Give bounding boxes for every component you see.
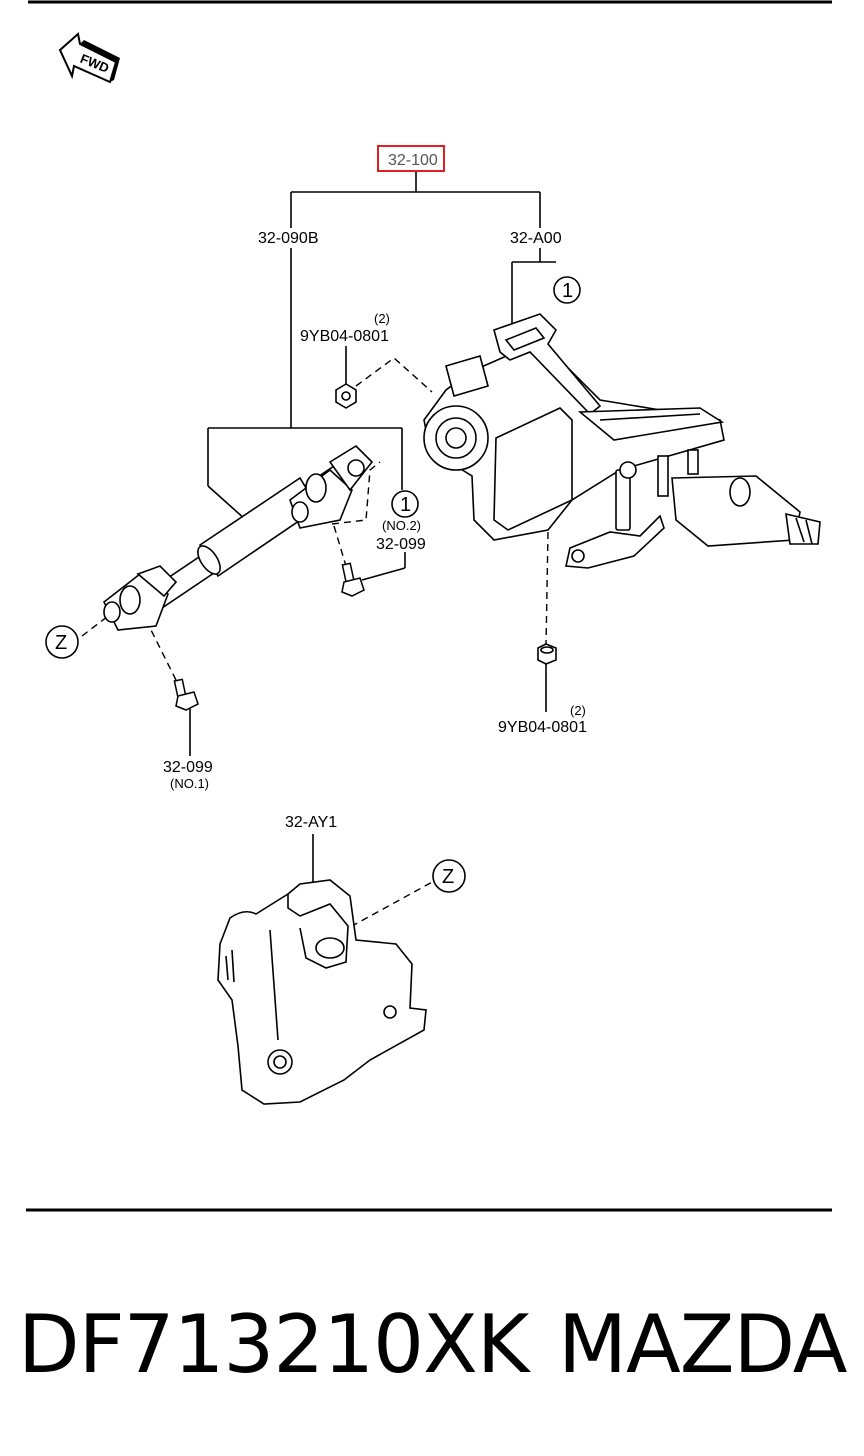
part-number: DF713210XK bbox=[18, 1298, 529, 1391]
label-32-090b: 32-090B bbox=[258, 230, 319, 247]
label-lower-nut-qty: (2) bbox=[570, 703, 586, 718]
callout-z-right-text: Z bbox=[442, 866, 454, 888]
callout-1-lower-text: 1 bbox=[400, 494, 411, 516]
steering-column-diagram: FWD 32-100 bbox=[26, 0, 832, 1212]
column-cover-drawing bbox=[217, 879, 427, 1105]
bolt-no1-icon bbox=[173, 678, 199, 711]
steering-column-assembly-drawing bbox=[423, 313, 821, 569]
label-upper-nut-code: 9YB04-0801 bbox=[300, 328, 389, 345]
label-bolt-no1-code: 32-099 bbox=[163, 759, 213, 776]
label-bolt-no1-note: (NO.1) bbox=[170, 776, 209, 791]
label-bolt-no2-note: (NO.2) bbox=[382, 518, 421, 533]
callout-1-lower: 1 bbox=[391, 490, 419, 518]
dashed-lines bbox=[81, 357, 549, 939]
label-lower-nut-code: 9YB04-0801 bbox=[498, 719, 587, 736]
fwd-arrow-icon: FWD bbox=[58, 32, 120, 84]
lower-nut-icon bbox=[537, 643, 557, 665]
highlight-box bbox=[377, 145, 445, 172]
brand-name: MAZDA bbox=[558, 1298, 847, 1391]
callout-z-left-text: Z bbox=[55, 632, 67, 654]
label-32-a00: 32-A00 bbox=[510, 230, 562, 247]
bolt-no2-icon bbox=[341, 562, 365, 597]
callout-z-left: Z bbox=[45, 625, 79, 659]
label-32-ay1: 32-AY1 bbox=[285, 814, 337, 831]
highlighted-part-label[interactable]: 32-100 bbox=[388, 152, 438, 169]
intermediate-shaft-drawing bbox=[102, 444, 374, 631]
leader-lines bbox=[189, 172, 556, 884]
footer-caption: DF713210XK MAZDA bbox=[0, 1290, 864, 1400]
callout-z-right: Z bbox=[432, 859, 466, 893]
label-bolt-no2-code: 32-099 bbox=[376, 536, 426, 553]
label-upper-nut-qty: (2) bbox=[374, 311, 390, 326]
callout-1-upper: 1 bbox=[553, 276, 581, 304]
callout-1-upper-text: 1 bbox=[562, 280, 573, 302]
upper-nut-icon bbox=[335, 383, 357, 409]
